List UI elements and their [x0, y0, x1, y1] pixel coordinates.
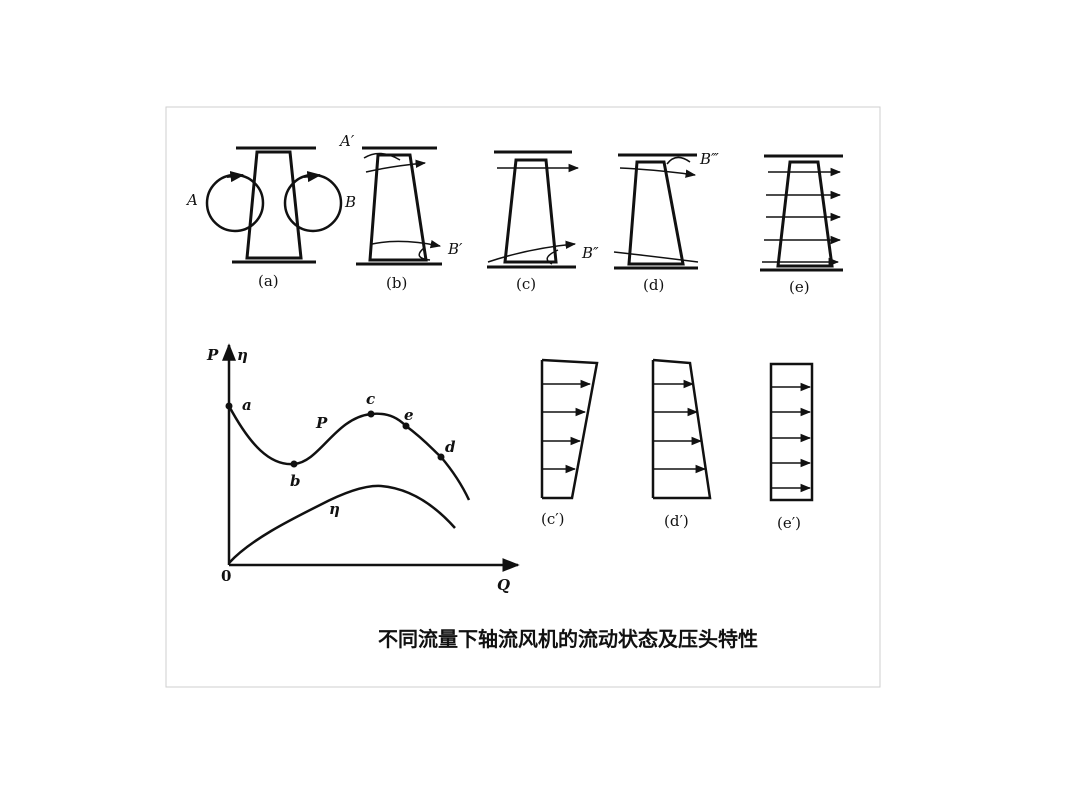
label-d: (d): [643, 276, 664, 294]
panel-b: A′ B′ (b): [338, 132, 463, 292]
curve-point-label-b: b: [290, 472, 301, 490]
label-b: (b): [386, 274, 407, 292]
figure-caption: 不同流量下轴流风机的流动状态及压头特性: [378, 627, 758, 651]
axis-label-p: P: [206, 346, 219, 364]
label-cp: (c′): [541, 510, 565, 528]
label-ep: (e′): [777, 514, 801, 532]
point-d: [437, 453, 445, 461]
curve-point-label-c: c: [366, 390, 375, 408]
point-e: [402, 422, 410, 430]
curve-point-label-a: a: [242, 396, 252, 414]
origin-label: 0: [221, 567, 231, 585]
panel-a: A B (a): [185, 146, 356, 290]
curve-point-label-d: d: [445, 438, 456, 456]
eta-curve: [228, 484, 456, 564]
point-b: [290, 460, 298, 468]
point-label-b3: B‴: [699, 150, 719, 168]
curve-label-eta: η: [329, 500, 340, 518]
profile-dp: (d′): [651, 358, 712, 530]
curve-point-label-e: e: [404, 406, 414, 424]
point-label-a1: A′: [338, 132, 355, 150]
label-dp: (d′): [664, 512, 689, 530]
label-e: (e): [789, 278, 810, 296]
panel-e: (e): [760, 154, 843, 296]
point-label-b: B: [344, 193, 356, 211]
profile-cp: (c′): [540, 358, 599, 528]
label-a: (a): [258, 272, 279, 290]
panel-d: B‴ (d): [613, 150, 719, 294]
label-c: (c): [516, 275, 536, 293]
curve-label-p: P: [315, 414, 328, 432]
point-c: [367, 410, 375, 418]
point-label-b1: B′: [447, 240, 463, 258]
axis-label-eta: η: [237, 346, 248, 364]
point-label-a: A: [185, 191, 198, 209]
profile-ep: (e′): [769, 362, 814, 532]
point-a: [225, 402, 233, 410]
characteristic-chart: P η Q 0 a b c e d P η: [206, 343, 520, 594]
panel-c: B″ (c): [487, 150, 599, 293]
figure-frame: [165, 106, 881, 688]
point-label-b2: B″: [581, 244, 599, 262]
axis-label-q: Q: [497, 576, 510, 594]
